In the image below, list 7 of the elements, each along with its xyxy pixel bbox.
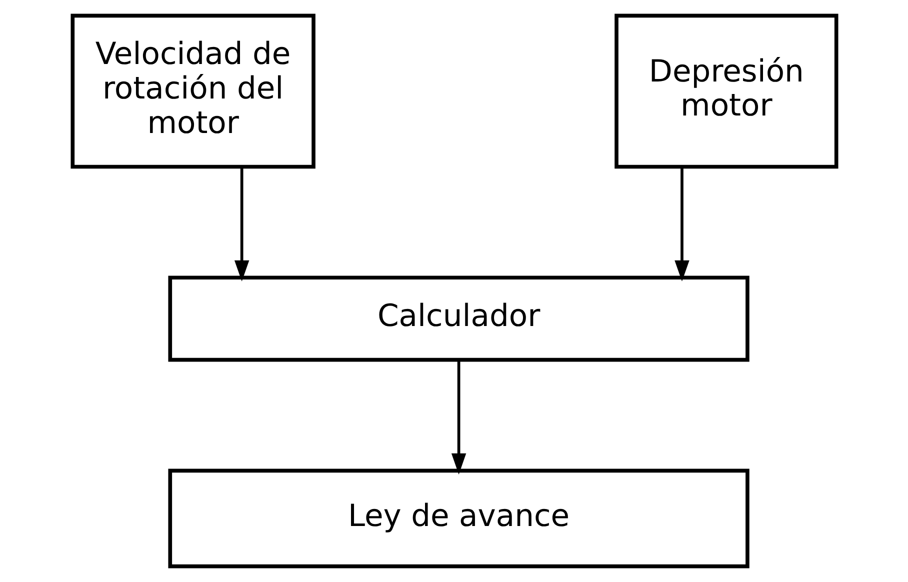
node-box: Velocidad de rotación del motor (70, 14, 315, 169)
node-box: Calculador (168, 276, 749, 362)
node-box: Ley de avance (168, 468, 749, 568)
arrow (674, 167, 689, 282)
node-box: Depresión motor (614, 14, 838, 169)
arrow (234, 167, 249, 282)
arrow (450, 360, 466, 474)
